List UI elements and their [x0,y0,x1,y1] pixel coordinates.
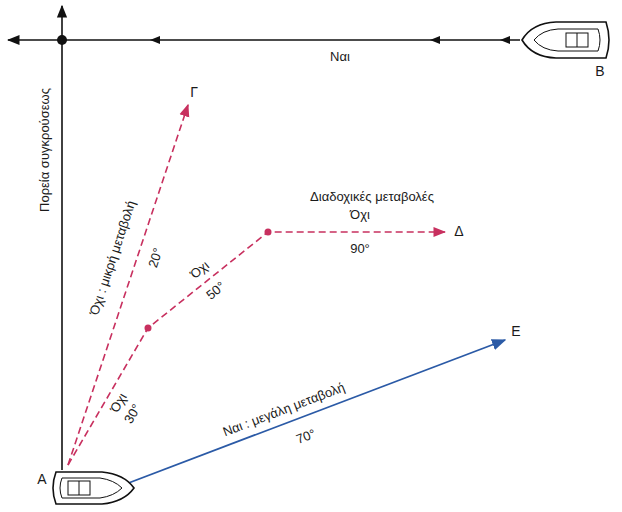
large-change-course [118,340,505,487]
course-label: Όχι [186,257,213,283]
boat-b [522,22,609,58]
vessel-letter: Α [35,472,48,487]
course-label: Διαδοχικές μεταβολές [308,190,436,204]
point-letter: Ε [509,324,522,339]
course-label: Ναι : μεγάλη μεταβολή [219,380,349,441]
point-letter: Δ [452,224,465,239]
course-line-b [8,39,520,41]
angle-label: 70° [292,426,319,448]
course-label: Όχι [348,208,372,222]
collision-course-line [61,6,63,470]
angle-label: 20° [145,245,166,272]
point-letter: Γ [188,85,200,100]
direction-arrow [430,36,440,44]
boat-a [53,472,134,504]
turn-point [145,325,152,332]
angle-label: 50° [202,278,229,304]
turn-point [265,229,272,236]
direction-arrow [150,36,160,44]
small-change-course [68,105,188,465]
vessel-letter: Β [593,64,606,79]
direction-arrow [500,36,510,44]
angle-label: 90° [348,242,372,256]
course-label: Ναι [328,50,352,64]
collision-point [57,35,67,45]
successive-change-course [68,232,445,465]
course-label: Όχι : μικρή μεταβολή [87,197,140,319]
axis-label: Πορεία συγκρούσεως [38,86,52,214]
